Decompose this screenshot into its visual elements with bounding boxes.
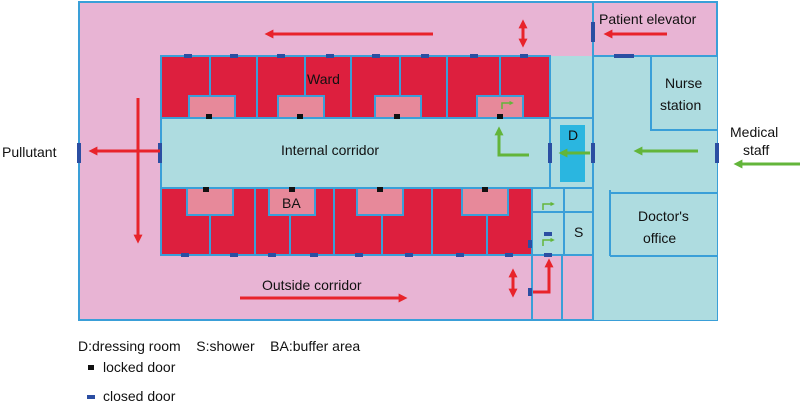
outside-corridor-label: Outside corridor: [262, 277, 362, 293]
closed-door-legend-icon: [87, 395, 95, 399]
internal-corridor: [160, 117, 551, 189]
patient-elevator-room: [592, 1, 718, 57]
shower-room: [563, 211, 594, 256]
dressing-room-label: D: [568, 127, 578, 143]
buffer-area-label: BA: [282, 195, 301, 211]
top-ward-dividers: [209, 56, 501, 118]
medical-staff-label-line2: staff: [743, 142, 769, 158]
locked-door-legend-label: locked door: [103, 359, 176, 375]
nurse-station-label-line2: station: [660, 97, 701, 113]
closed-door-legend-label: closed door: [103, 388, 176, 404]
doctors-office-label-line2: office: [643, 230, 676, 246]
nurse-station-wall: [650, 56, 717, 131]
passage-upper: [531, 187, 565, 213]
passage-lower: [531, 211, 565, 256]
medical-staff-label-line1: Medical: [730, 124, 778, 140]
internal-corridor-label: Internal corridor: [281, 142, 379, 158]
doctors-office-label-line1: Doctor's: [638, 208, 689, 224]
legend-abbreviations: D:dressing room S:shower BA:buffer area: [78, 338, 361, 354]
shower-label: S: [574, 224, 583, 240]
bottom-ward-dividers: [209, 188, 488, 255]
bottom-buffer-areas: [186, 187, 509, 216]
staff-flow-arrows: [494, 126, 800, 169]
exit-path-arrow: [533, 258, 554, 294]
nurse-station-label-line1: Nurse: [665, 75, 703, 91]
small-staff-arrows: [501, 100, 555, 246]
patient-elevator-label: Patient elevator: [599, 11, 697, 27]
locked-doors: [203, 114, 503, 192]
ward-entry-arrow: [494, 126, 529, 157]
locked-door-legend-icon: [88, 365, 94, 370]
closed-doors: [77, 22, 719, 296]
pullutant-label: Pullutant: [2, 144, 57, 160]
contaminated-flow-arrows: [88, 19, 667, 303]
ward-label: Ward: [307, 71, 340, 87]
